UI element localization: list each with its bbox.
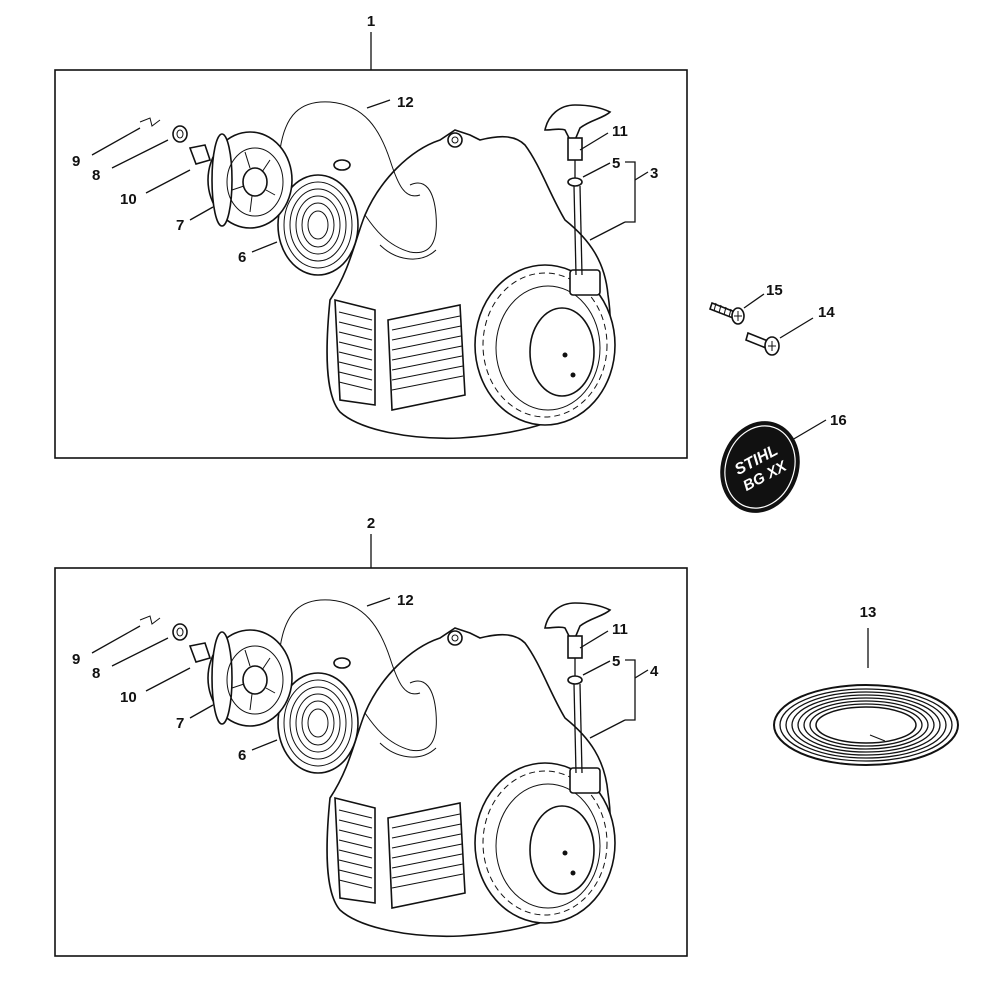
fan-housing — [326, 129, 616, 440]
callout-11: 11 — [612, 621, 628, 638]
rope-rotor — [207, 629, 293, 727]
callout-13: 13 — [860, 604, 877, 621]
fan-wheel — [474, 264, 616, 426]
callout-9: 9 — [72, 153, 80, 170]
assembly-2-frame — [54, 567, 688, 957]
callout-10: 10 — [120, 689, 137, 706]
callout-12: 12 — [397, 592, 414, 609]
callout-12: 12 — [397, 94, 414, 111]
pawl — [188, 642, 212, 663]
washer — [172, 125, 188, 143]
fan-wheel — [474, 762, 616, 924]
pawl — [188, 144, 212, 165]
assembly-1: 1 — [54, 13, 688, 459]
spring-clip — [139, 615, 161, 625]
callout-10: 10 — [120, 191, 137, 208]
assembly-1-label: 1 — [367, 13, 375, 30]
rewind-spring — [277, 657, 359, 774]
assembly-2: 2 — [54, 515, 688, 957]
callout-14: 14 — [818, 304, 835, 321]
assembly-1-drawing: 12 11 9 8 10 7 6 5 3 — [72, 94, 658, 440]
starter-rope — [279, 599, 421, 695]
housing-vents — [334, 298, 466, 411]
assembly-1-frame — [54, 69, 688, 459]
starter-grip — [544, 104, 612, 276]
fan-housing — [326, 627, 616, 938]
callout-5: 5 — [612, 653, 620, 670]
starter-grip — [544, 602, 612, 774]
screw-15: 15 — [709, 282, 783, 325]
rewind-spring-13: 13 — [773, 604, 959, 766]
screw-14: 14 — [745, 304, 835, 356]
assembly-2-drawing: 12 11 9 8 10 7 6 5 4 — [72, 592, 659, 938]
callout-3: 3 — [650, 165, 658, 182]
callout-5: 5 — [612, 155, 620, 172]
callout-4: 4 — [650, 663, 659, 680]
callout-15: 15 — [766, 282, 783, 299]
callout-6: 6 — [238, 249, 246, 266]
housing-vents — [334, 796, 466, 909]
rope-rotor — [207, 131, 293, 229]
callout-8: 8 — [92, 167, 100, 184]
starter-rope — [279, 101, 421, 197]
stihl-badge: STIHL BG XX 16 — [720, 412, 847, 513]
washer — [172, 623, 188, 641]
assembly-2-label: 2 — [367, 515, 375, 532]
callout-11: 11 — [612, 123, 628, 140]
callout-7: 7 — [176, 715, 184, 732]
spring-clip — [139, 117, 161, 127]
callout-8: 8 — [92, 665, 100, 682]
callout-9: 9 — [72, 651, 80, 668]
callout-16: 16 — [830, 412, 847, 429]
callout-6: 6 — [238, 747, 246, 764]
rewind-spring — [277, 159, 359, 276]
callout-7: 7 — [176, 217, 184, 234]
